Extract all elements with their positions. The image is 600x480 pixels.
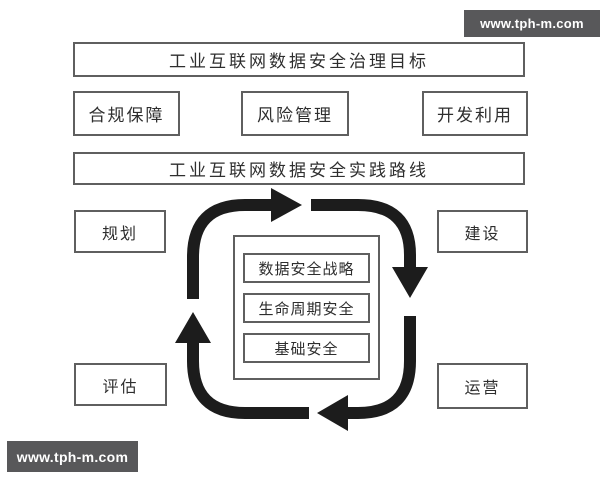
goal-label-risk: 风险管理 xyxy=(257,106,333,126)
goal-title-box: 工业互联网数据安全治理目标 xyxy=(73,42,525,77)
cycle-arrowhead-up xyxy=(175,312,211,343)
phase-box-operate: 运营 xyxy=(437,363,528,409)
watermark-banner-top: www.tph-m.com xyxy=(464,10,600,37)
watermark-text: www.tph-m.com xyxy=(16,448,129,465)
practice-title-label: 工业互联网数据安全实践路线 xyxy=(169,161,429,181)
core-label-strategy: 数据安全战略 xyxy=(258,259,355,278)
cycle-arrowhead-left xyxy=(317,395,348,431)
phase-label-build: 建设 xyxy=(464,223,501,243)
phase-box-evaluate: 评估 xyxy=(74,363,167,406)
phase-label-operate: 运营 xyxy=(464,378,501,397)
phase-box-build: 建设 xyxy=(437,210,528,253)
cycle-arrowhead-down xyxy=(392,267,428,298)
cycle-arrowhead-right xyxy=(271,188,302,222)
goal-box-risk: 风险管理 xyxy=(241,91,349,136)
core-box-basic: 基础安全 xyxy=(243,333,370,363)
core-label-basic: 基础安全 xyxy=(274,339,339,358)
goal-label-develop: 开发利用 xyxy=(437,106,513,126)
practice-title-box: 工业互联网数据安全实践路线 xyxy=(73,152,525,185)
goal-label-compliance: 合规保障 xyxy=(88,106,165,126)
phase-label-evaluate: 评估 xyxy=(102,376,139,396)
phase-label-plan: 规划 xyxy=(101,223,138,243)
core-label-lifecycle: 生命周期安全 xyxy=(258,299,355,318)
watermark-banner-bottom: www.tph-m.com xyxy=(7,441,138,472)
goal-title-label: 工业互联网数据安全治理目标 xyxy=(169,52,429,72)
goal-box-develop: 开发利用 xyxy=(422,91,528,136)
core-box-lifecycle: 生命周期安全 xyxy=(243,293,370,323)
core-box-strategy: 数据安全战略 xyxy=(243,253,370,283)
goal-box-compliance: 合规保障 xyxy=(73,91,180,136)
phase-box-plan: 规划 xyxy=(74,210,166,253)
watermark-text: www.tph-m.com xyxy=(480,16,584,31)
